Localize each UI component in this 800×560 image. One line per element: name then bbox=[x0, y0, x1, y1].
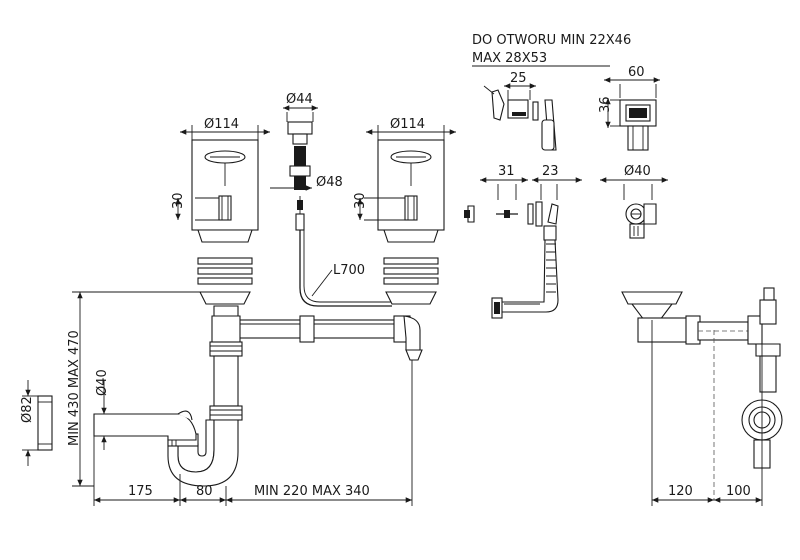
mounting-note: DO OTWORU MIN 22X46 MAX 28X53 bbox=[472, 33, 631, 67]
cable-length-label: L700 bbox=[333, 263, 365, 278]
outlet-diameter-label: Ø82 bbox=[20, 396, 35, 423]
side-120-label: 120 bbox=[668, 484, 693, 499]
overflow-body-diameter-label: Ø48 bbox=[316, 175, 343, 190]
base-span-label: MIN 220 MAX 340 bbox=[254, 484, 370, 499]
overflow-outlet-width-label: 31 bbox=[498, 164, 515, 179]
main-siphon bbox=[93, 305, 423, 487]
trap-height-label: MIN 430 MAX 470 bbox=[67, 330, 82, 446]
side-100-label: 100 bbox=[726, 484, 751, 499]
popup-button-detail: 60 36 Ø40 bbox=[598, 65, 668, 239]
base-175-label: 175 bbox=[128, 484, 153, 499]
overflow-plate-width-label: 25 bbox=[510, 71, 527, 86]
overflow-plate-parts: 25 31 23 bbox=[464, 71, 582, 319]
note-line-2: MAX 28X53 bbox=[472, 51, 547, 66]
overflow-assembly: Ø44 Ø48 L700 bbox=[270, 92, 392, 307]
button-width-label: 60 bbox=[628, 65, 645, 80]
overflow-cap-diameter-label: Ø44 bbox=[286, 92, 313, 107]
button-diameter-label: Ø40 bbox=[624, 164, 651, 179]
left-strainer: Ø114 30 bbox=[171, 117, 270, 305]
button-height-label: 36 bbox=[598, 96, 613, 113]
note-line-1: DO OTWORU MIN 22X46 bbox=[472, 33, 631, 48]
pipe-diameter-label: Ø40 bbox=[95, 369, 110, 396]
left-strainer-height-label: 30 bbox=[171, 192, 186, 209]
left-bowl-diameter-label: Ø114 bbox=[204, 117, 239, 132]
base-80-label: 80 bbox=[196, 484, 213, 499]
siphon-dimensions: MIN 430 MAX 470 Ø40 175 80 MIN 220 MAX 3… bbox=[67, 291, 413, 506]
right-bowl-diameter-label: Ø114 bbox=[390, 117, 425, 132]
overflow-outlet-depth-label: 23 bbox=[542, 164, 559, 179]
right-strainer-height-label: 30 bbox=[353, 192, 368, 209]
right-strainer: Ø114 30 bbox=[353, 117, 456, 305]
outlet-end-view: Ø82 bbox=[20, 380, 53, 466]
side-view: 120 100 bbox=[621, 287, 783, 506]
